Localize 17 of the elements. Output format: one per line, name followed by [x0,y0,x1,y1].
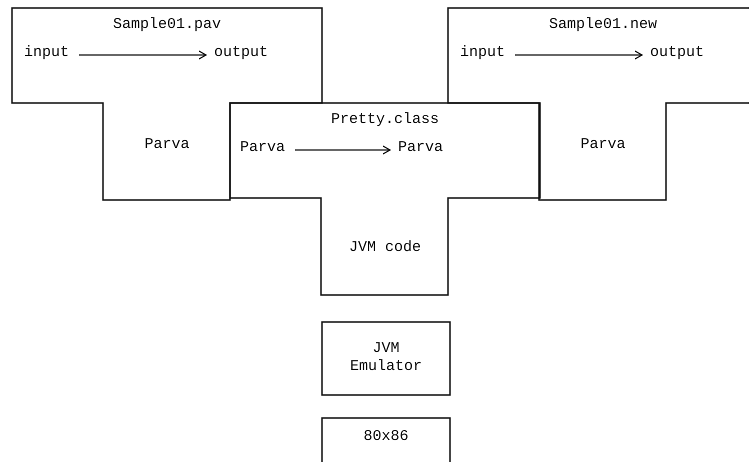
node-text: 80x86 [362,428,410,446]
node-text: output [650,44,704,62]
node-text: output [214,44,268,62]
arrow [295,145,390,155]
node-text: Pretty.class [330,111,440,129]
node-text: JVM code [348,239,422,257]
node-text: Parva [398,139,444,157]
node-text: input [460,44,506,62]
node-text: JVM Emulator [348,340,423,376]
node-text: input [24,44,70,62]
node-text: Sample01.pav [112,16,222,34]
arrow [515,50,642,60]
node-text: Parva [579,136,626,154]
node-text: Sample01.new [548,16,658,34]
node-text: Parva [240,139,286,157]
node-text: Parva [143,136,190,154]
arrow [79,50,206,60]
